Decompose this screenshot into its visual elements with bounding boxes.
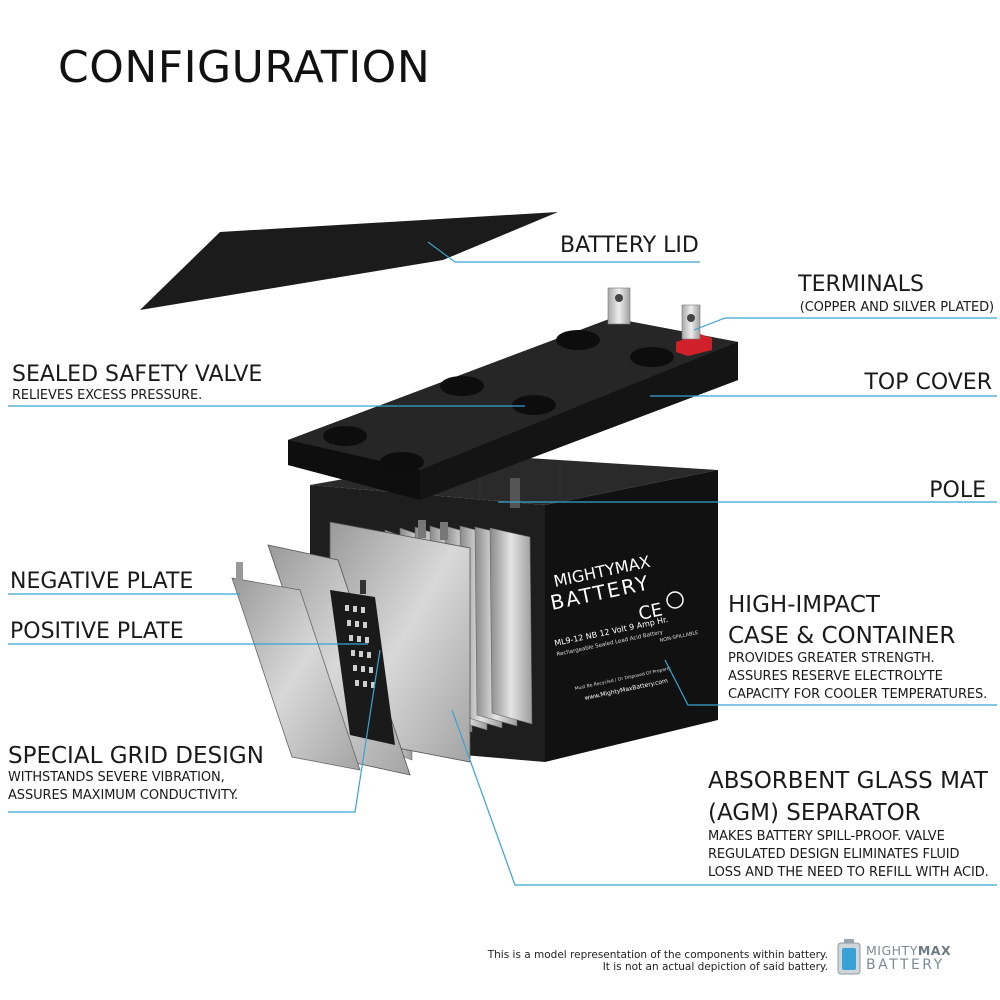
ul-mark-icon [666, 591, 684, 609]
battery-logo-icon [837, 939, 861, 975]
leader-battery-lid [427, 241, 700, 263]
label-positive-plate: POSITIVE PLATE [10, 619, 184, 644]
label-agm-sub3: LOSS AND THE NEED TO REFILL WITH ACID. [708, 865, 989, 880]
label-sealed-safety-valve: SEALED SAFETY VALVE [12, 362, 263, 387]
leader-terminals [693, 317, 997, 331]
label-case-line2: CASE & CONTAINER [728, 623, 956, 649]
label-case-line1: HIGH-IMPACT [728, 592, 880, 618]
label-case-sub3: CAPACITY FOR COOLER TEMPERATURES. [728, 687, 988, 702]
terminal-red-cap [676, 334, 712, 356]
leader-lines [8, 241, 997, 886]
label-top-cover: TOP COVER [864, 370, 992, 395]
label-agm-line2: (AGM) SEPARATOR [708, 800, 921, 826]
label-terminals: TERMINALS [798, 272, 924, 297]
label-terminals-sub: (COPPER AND SILVER PLATED) [799, 300, 994, 315]
label-grid-sub1: WITHSTANDS SEVERE VIBRATION, [8, 770, 225, 785]
brand-part1: MIGHTY [866, 943, 918, 958]
label-case-sub1: PROVIDES GREATER STRENGTH. [728, 651, 935, 666]
label-grid-sub2: ASSURES MAXIMUM CONDUCTIVITY. [8, 788, 239, 803]
negative-plate-shape [231, 577, 361, 771]
battery-lid [140, 212, 558, 310]
leader-agm [451, 709, 997, 886]
battery-ce-mark: CE [637, 599, 665, 625]
pole-shape [510, 478, 520, 508]
brand-logo: MIGHTYMAX BATTERY [866, 943, 952, 973]
top-cover-shape [288, 318, 738, 500]
leader-case [664, 659, 997, 706]
label-agm-sub1: MAKES BATTERY SPILL-PROOF. VALVE [708, 829, 945, 844]
label-negative-plate: NEGATIVE PLATE [10, 569, 194, 594]
brand-part2: MAX [917, 943, 952, 958]
terminals-shape [607, 287, 701, 340]
label-battery-lid: BATTERY LID [560, 233, 699, 258]
label-agm-sub2: REGULATED DESIGN ELIMINATES FLUID [708, 847, 960, 862]
disclaimer: This is a model representation of the co… [488, 949, 828, 973]
brand-part3: BATTERY [866, 957, 945, 973]
label-pole: POLE [929, 478, 986, 503]
label-agm-line1: ABSORBENT GLASS MAT [708, 768, 988, 794]
label-sealed-safety-valve-sub: RELIEVES EXCESS PRESSURE. [12, 388, 203, 403]
label-grid-title: SPECIAL GRID DESIGN [8, 743, 264, 769]
page-title: CONFIGURATION [58, 42, 431, 93]
grid-holes [345, 605, 375, 688]
disclaimer-line2: It is not an actual depiction of said ba… [602, 961, 828, 973]
label-case-sub2: ASSURES RESERVE ELECTROLYTE [728, 669, 943, 684]
disclaimer-line1: This is a model representation of the co… [487, 949, 828, 961]
leader-grid [8, 649, 381, 813]
